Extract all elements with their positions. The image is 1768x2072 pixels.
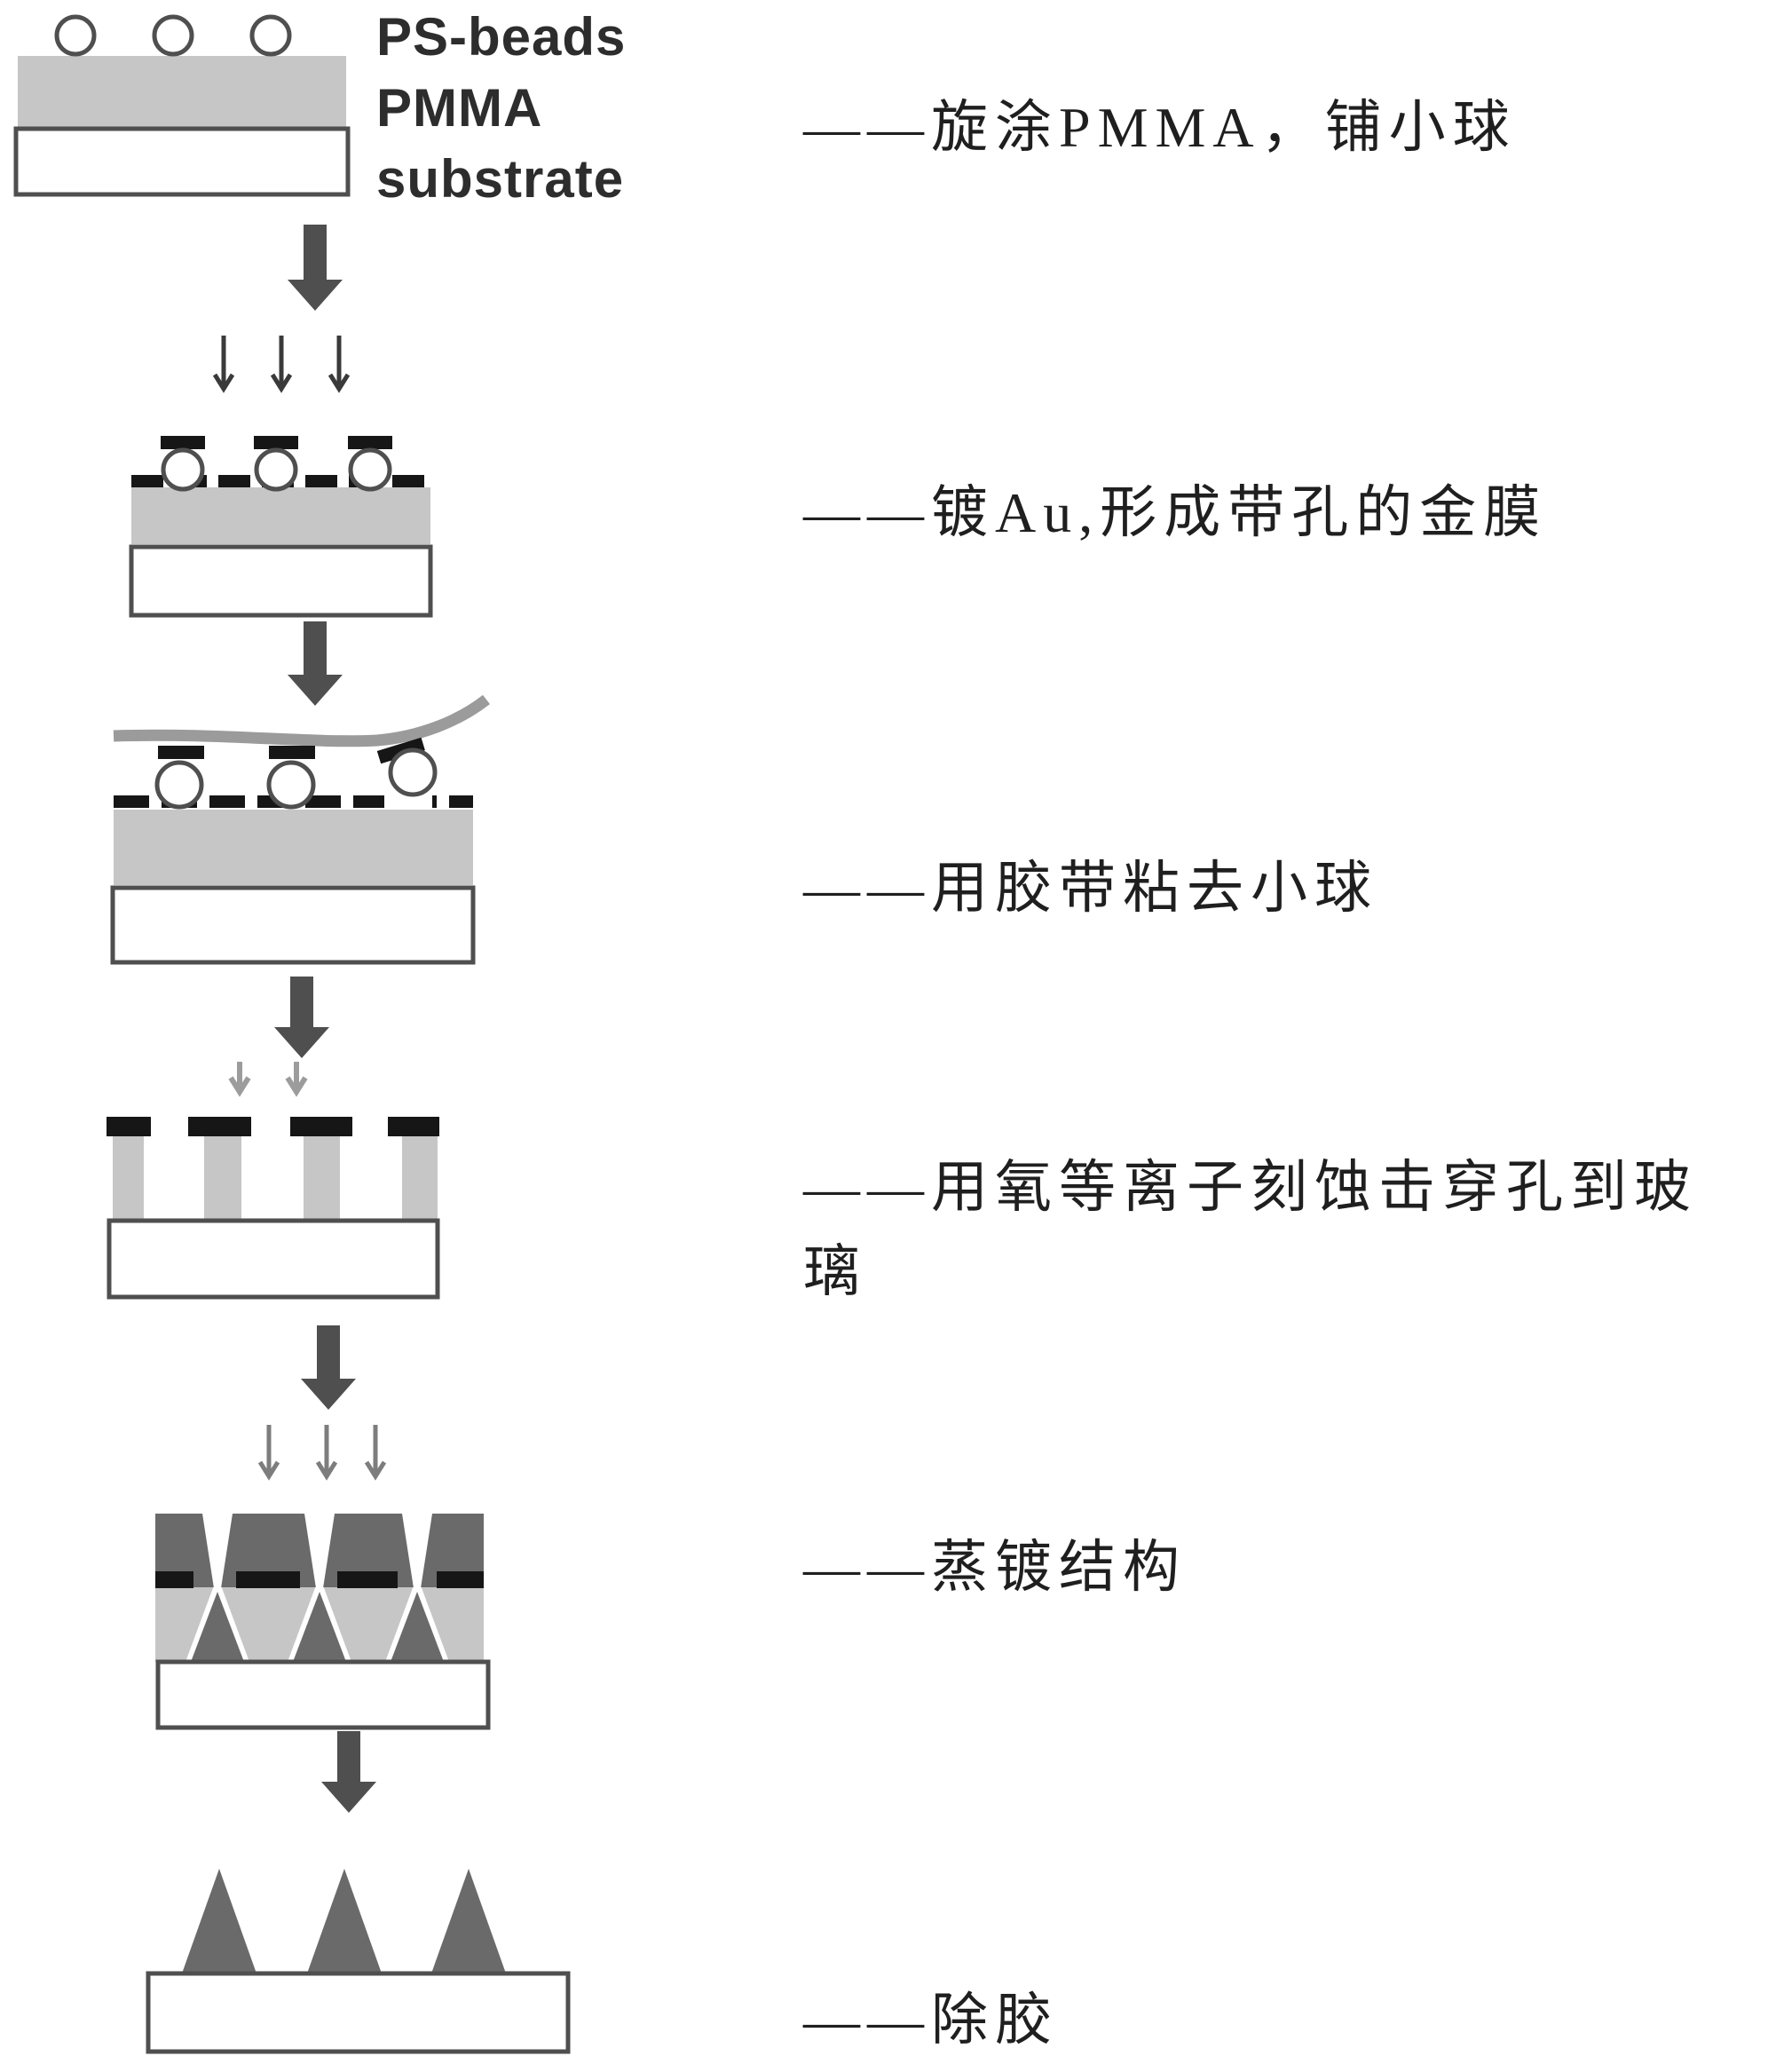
deposition-arrows-icon: [212, 336, 351, 393]
substrate-layer: [13, 126, 351, 197]
ps-bead-lifted: [388, 747, 438, 797]
ps-bead: [152, 14, 194, 57]
pmma-layer: [114, 810, 473, 885]
substrate-layer: [155, 1659, 491, 1730]
etch-arrows-icon: [228, 1062, 308, 1097]
gold-cap: [269, 746, 315, 759]
substrate-layer: [146, 1971, 571, 2054]
gold-cap: [254, 436, 298, 449]
ps-bead: [161, 447, 205, 492]
material-label-substrate: substrate: [376, 149, 625, 209]
gold-cap: [388, 1117, 439, 1136]
v-notch: [402, 1514, 432, 1588]
down-arrow-icon: [288, 225, 343, 311]
ps-bead: [348, 447, 392, 492]
step4-figure: [107, 1062, 440, 1300]
v-notch: [304, 1514, 335, 1588]
material-label-ps-beads: PS-beads: [376, 7, 627, 67]
pmma-pillar: [113, 1135, 144, 1221]
gold-cap: [107, 1117, 151, 1136]
ps-bead: [254, 447, 298, 492]
pmma-layer: [18, 56, 346, 127]
gold-cap: [348, 436, 392, 449]
down-arrow-icon: [321, 1731, 376, 1813]
step-label-1: ——旋涂PMMA，铺小球: [803, 96, 1517, 159]
gold-cap: [290, 1117, 352, 1136]
gold-cap-lifted: [376, 737, 425, 764]
v-notch: [202, 1514, 233, 1588]
material-legend: PS-beads PMMA substrate: [376, 2, 626, 215]
step5-figure: [155, 1425, 491, 1730]
ps-bead: [249, 14, 292, 57]
step-label-6: ——除胶: [803, 1989, 1059, 2052]
ps-bead: [266, 760, 316, 810]
metal-cone: [391, 1592, 444, 1662]
step3-figure: [110, 694, 490, 965]
step-label-5: ——蒸镀结构: [803, 1536, 1187, 1599]
step2-figure: [129, 336, 433, 618]
down-arrow-icon: [301, 1325, 356, 1410]
step-label-4: ——用氧等离子刻蚀击穿孔到玻璃: [803, 1156, 1698, 1303]
evaporation-arrows-icon: [257, 1425, 387, 1481]
metal-cone: [431, 1869, 506, 1973]
metal-cone: [307, 1869, 382, 1973]
gold-cap: [161, 436, 205, 449]
pmma-pillar: [304, 1135, 340, 1221]
pmma-layer: [131, 487, 430, 544]
gold-cap: [188, 1117, 251, 1136]
metal-cone: [191, 1592, 244, 1662]
step-label-3: ——用胶带粘去小球: [803, 857, 1378, 920]
substrate-layer: [110, 885, 476, 965]
gold-film-hole: [384, 794, 432, 810]
step1-figure: [13, 14, 351, 197]
gold-film-segment: [236, 1571, 300, 1588]
gold-film-segment: [437, 1571, 484, 1588]
metal-cone: [293, 1592, 346, 1662]
gold-film-segment: [337, 1571, 398, 1588]
ps-bead: [54, 14, 97, 57]
pmma-pillar: [204, 1135, 241, 1221]
step6-figure: [146, 1869, 571, 2054]
down-arrow-icon: [274, 977, 329, 1058]
material-label-pmma: PMMA: [376, 78, 543, 138]
gold-film-segment: [155, 1571, 193, 1588]
ps-bead: [154, 760, 204, 810]
gold-cap: [158, 746, 204, 759]
adhesive-tape: [113, 694, 490, 747]
substrate-layer: [107, 1218, 440, 1300]
down-arrow-icon: [288, 621, 343, 706]
step-label-2: ——镀Au,形成带孔的金膜: [803, 481, 1548, 544]
substrate-layer: [129, 544, 433, 618]
pmma-pillar: [402, 1135, 438, 1221]
metal-cone: [182, 1869, 257, 1973]
